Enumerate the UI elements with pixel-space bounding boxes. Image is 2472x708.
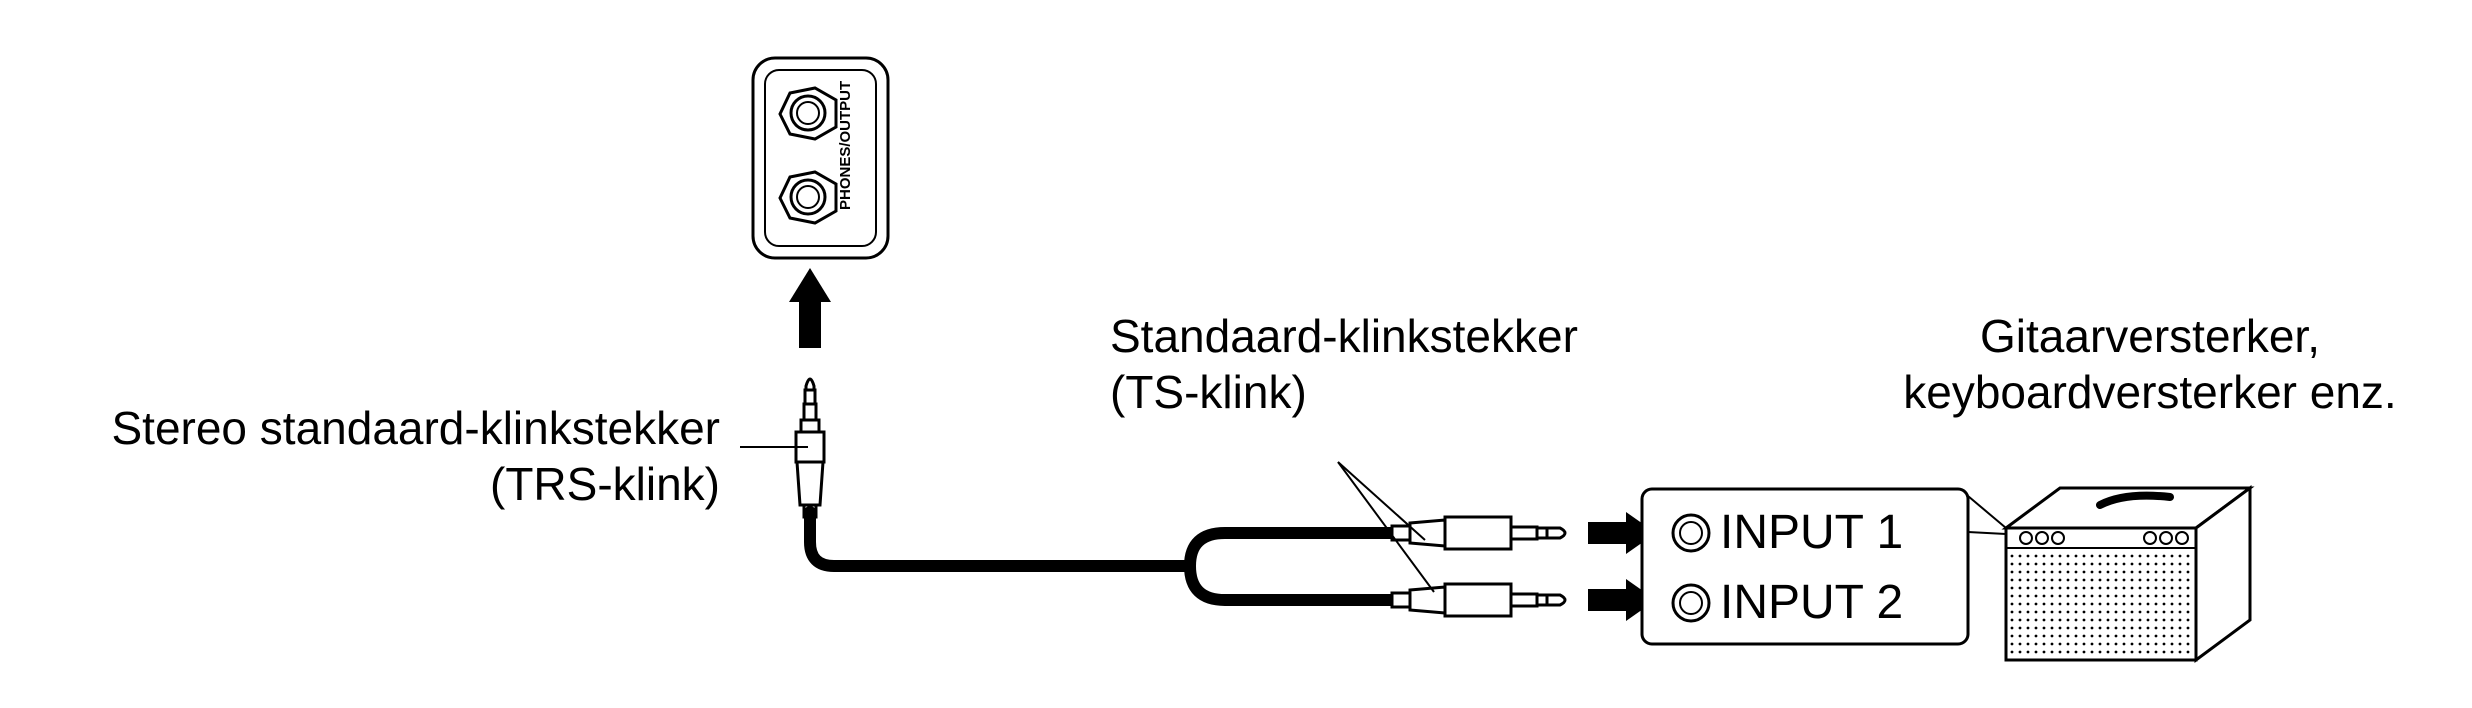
input-2-label: INPUT 2 [1720, 576, 1904, 629]
amp-callout-lines [1967, 495, 2007, 535]
arrow-up-icon [789, 268, 831, 348]
jack-panel-label: PHONES/OUTPUT [837, 81, 854, 210]
amp-label-line-1: Gitaarversterker, [1980, 310, 2320, 362]
ts-label-line-1: Standaard-klinkstekker [1110, 310, 1578, 362]
ts-plug-1 [1390, 515, 1567, 551]
input-1-jack-icon [1671, 513, 1711, 553]
ts-plug-2 [1390, 582, 1567, 618]
amp-input-panel [1640, 487, 1970, 646]
amp-label-line-2: keyboardversterker enz. [1903, 366, 2397, 418]
output-jack-bottom [778, 170, 838, 225]
amp-grille [2010, 554, 2190, 654]
ts-label-line-2: (TS-klink) [1110, 366, 1307, 418]
trs-label-line-2: (TRS-klink) [490, 458, 720, 510]
input-1-label: INPUT 1 [1720, 506, 1904, 559]
amplifier-icon [2001, 485, 2255, 663]
ts-plug-label: Standaard-klinkstekker (TS-klink) [1110, 308, 1578, 420]
y-cable [804, 506, 1401, 606]
trs-plug [794, 377, 826, 519]
trs-plug-label: Stereo standaard-klinkstekker (TRS-klink… [40, 400, 720, 512]
ts-leader-lines [1337, 461, 1435, 593]
input-2-jack-icon [1671, 583, 1711, 623]
device-jack-panel: PHONES/OUTPUT [751, 56, 890, 260]
trs-label-line-1: Stereo standaard-klinkstekker [111, 402, 720, 454]
output-jack-top [778, 86, 838, 141]
amp-label: Gitaarversterker, keyboardversterker enz… [1860, 308, 2440, 420]
